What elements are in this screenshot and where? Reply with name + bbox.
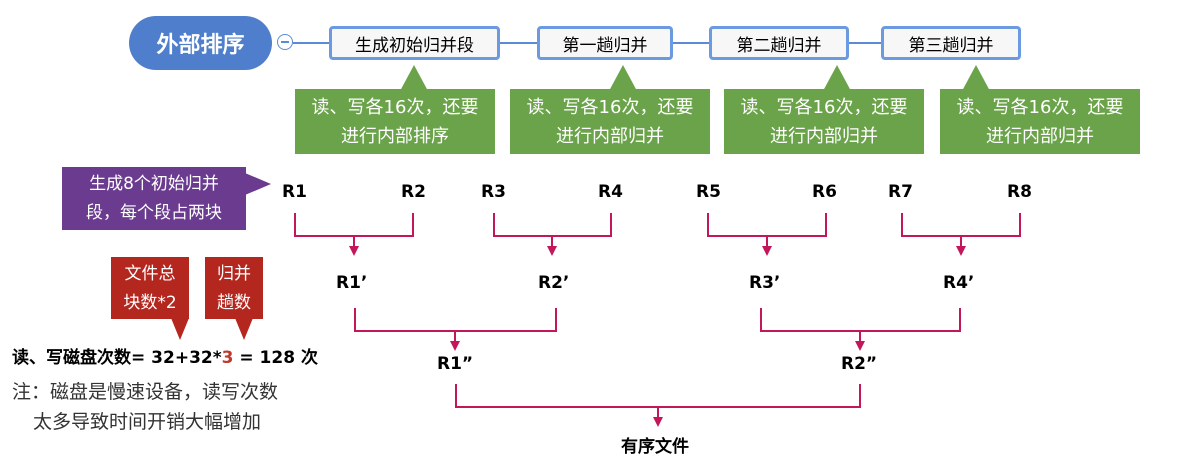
minus-icon	[281, 41, 289, 43]
merge-bracket	[354, 308, 557, 332]
merge-bracket	[901, 213, 1021, 237]
run-label: R3	[481, 182, 506, 202]
step-label: 第一趟归并	[562, 35, 648, 56]
step-note-pass-3: 读、写各16次，还要 进行内部归并	[940, 89, 1140, 154]
step-node-initial-runs[interactable]: 生成初始归并段	[329, 26, 500, 60]
callout-pointer	[609, 65, 637, 91]
step-node-pass-1[interactable]: 第一趟归并	[537, 26, 673, 60]
merge-passes-callout: 归并 趟数	[205, 257, 263, 319]
arrowhead	[349, 246, 359, 256]
run-label: R7	[888, 182, 913, 202]
note-line: 读、写各16次，还要	[956, 97, 1124, 118]
merge-bracket	[455, 384, 861, 408]
run-label: R1’	[336, 273, 368, 293]
root-node[interactable]: 外部排序	[129, 16, 272, 70]
callout-pointer	[823, 65, 851, 91]
callout-line: 段，每个段占两块	[86, 203, 222, 223]
formula-prefix: 读、写磁盘次数= 32+32*	[12, 348, 222, 368]
run-label: R4	[598, 182, 623, 202]
collapse-toggle[interactable]	[277, 34, 293, 50]
merge-arrowheads	[349, 246, 966, 427]
step-label: 生成初始归并段	[355, 35, 474, 56]
formula-suffix: = 128 次	[233, 348, 318, 368]
run-label: R3’	[749, 273, 781, 293]
disk-io-formula: 读、写磁盘次数= 32+32*3 = 128 次	[12, 343, 318, 368]
run-label: R6	[812, 182, 837, 202]
step-node-pass-2[interactable]: 第二趟归并	[709, 26, 849, 60]
step-note-pass-2: 读、写各16次，还要 进行内部归并	[724, 89, 924, 154]
arrowhead	[450, 341, 460, 351]
formula-passes: 3	[221, 348, 234, 368]
run-label: R2	[401, 182, 426, 202]
callout-pointer	[400, 65, 428, 91]
note-line: 读、写各16次，还要	[311, 97, 479, 118]
note-line: 进行内部排序	[341, 126, 449, 147]
run-label: R5	[696, 182, 721, 202]
sorted-file-label: 有序文件	[621, 437, 689, 457]
callout-line: 文件总	[124, 264, 176, 284]
note-line: 读、写各16次，还要	[740, 97, 908, 118]
merge-brackets	[294, 213, 1021, 418]
callout-line: 块数*2	[123, 293, 177, 313]
step-note-pass-1: 读、写各16次，还要 进行内部归并	[510, 89, 710, 154]
note-line: 进行内部归并	[986, 126, 1094, 147]
merge-bracket	[707, 213, 827, 237]
remark-line: 太多导致时间开销大幅增加	[33, 411, 262, 433]
callout-line: 生成8个初始归并	[89, 174, 219, 194]
run-label: R8	[1007, 182, 1032, 202]
callout-pointer	[245, 173, 271, 195]
run-label: R1	[282, 182, 307, 202]
arrowhead	[653, 417, 663, 427]
note-line: 读、写各16次，还要	[526, 97, 694, 118]
step-label: 第二趟归并	[736, 35, 822, 56]
arrowhead	[547, 246, 557, 256]
arrowhead	[762, 246, 772, 256]
callout-pointer	[235, 318, 253, 340]
run-label: R4’	[943, 273, 975, 293]
merge-bracket	[760, 308, 961, 332]
step-note-initial-runs: 读、写各16次，还要 进行内部排序	[295, 89, 495, 154]
step-node-pass-3[interactable]: 第三趟归并	[881, 26, 1021, 60]
remark-line: 注：磁盘是慢速设备，读写次数	[12, 381, 279, 403]
callout-line: 趟数	[217, 293, 251, 313]
callout-pointer	[962, 65, 990, 91]
merge-bracket	[294, 213, 414, 237]
note-line: 进行内部归并	[770, 126, 878, 147]
merge-bracket	[493, 213, 612, 237]
run-label: R2’	[538, 273, 570, 293]
run-label: R2”	[841, 354, 878, 374]
root-node-label: 外部排序	[156, 33, 245, 58]
callout-line: 归并	[217, 264, 251, 284]
arrowhead	[855, 341, 865, 351]
step-label: 第三趟归并	[908, 35, 994, 56]
total-blocks-callout: 文件总 块数*2	[111, 257, 189, 319]
note-line: 进行内部归并	[556, 126, 664, 147]
callout-pointer	[171, 318, 189, 340]
arrowhead	[956, 246, 966, 256]
initial-runs-callout: 生成8个初始归并 段，每个段占两块	[62, 167, 246, 230]
run-label: R1”	[437, 354, 474, 374]
